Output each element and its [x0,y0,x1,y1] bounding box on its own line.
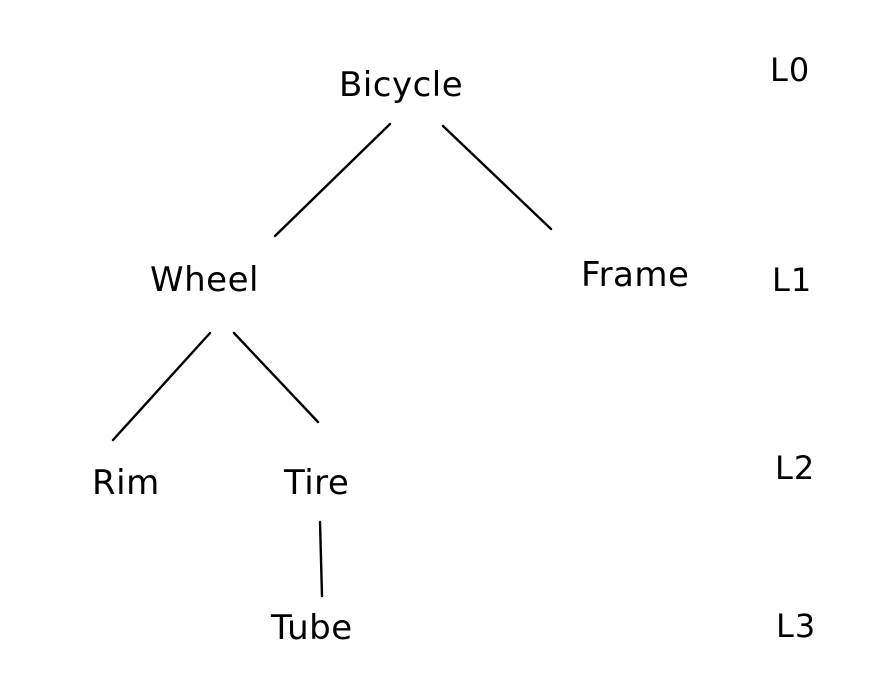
level-label-l3: L3 [776,607,817,645]
edge-wheel-to-rim [111,331,212,442]
edge-wheel-to-tire [232,331,320,424]
edge-group [111,122,553,598]
node-wheel[interactable]: Wheel [150,260,259,300]
node-tire[interactable]: Tire [284,463,350,503]
edge-tire-to-tube [318,520,324,598]
node-tube[interactable]: Tube [271,608,353,648]
edge-bicycle-to-frame [441,124,553,231]
node-rim[interactable]: Rim [92,463,160,503]
level-label-l2: L2 [775,449,816,487]
level-label-l0: L0 [770,51,811,89]
edge-bicycle-to-wheel [273,122,392,238]
node-bicycle[interactable]: Bicycle [339,65,464,105]
level-label-l1: L1 [772,261,813,299]
node-frame[interactable]: Frame [581,255,690,295]
